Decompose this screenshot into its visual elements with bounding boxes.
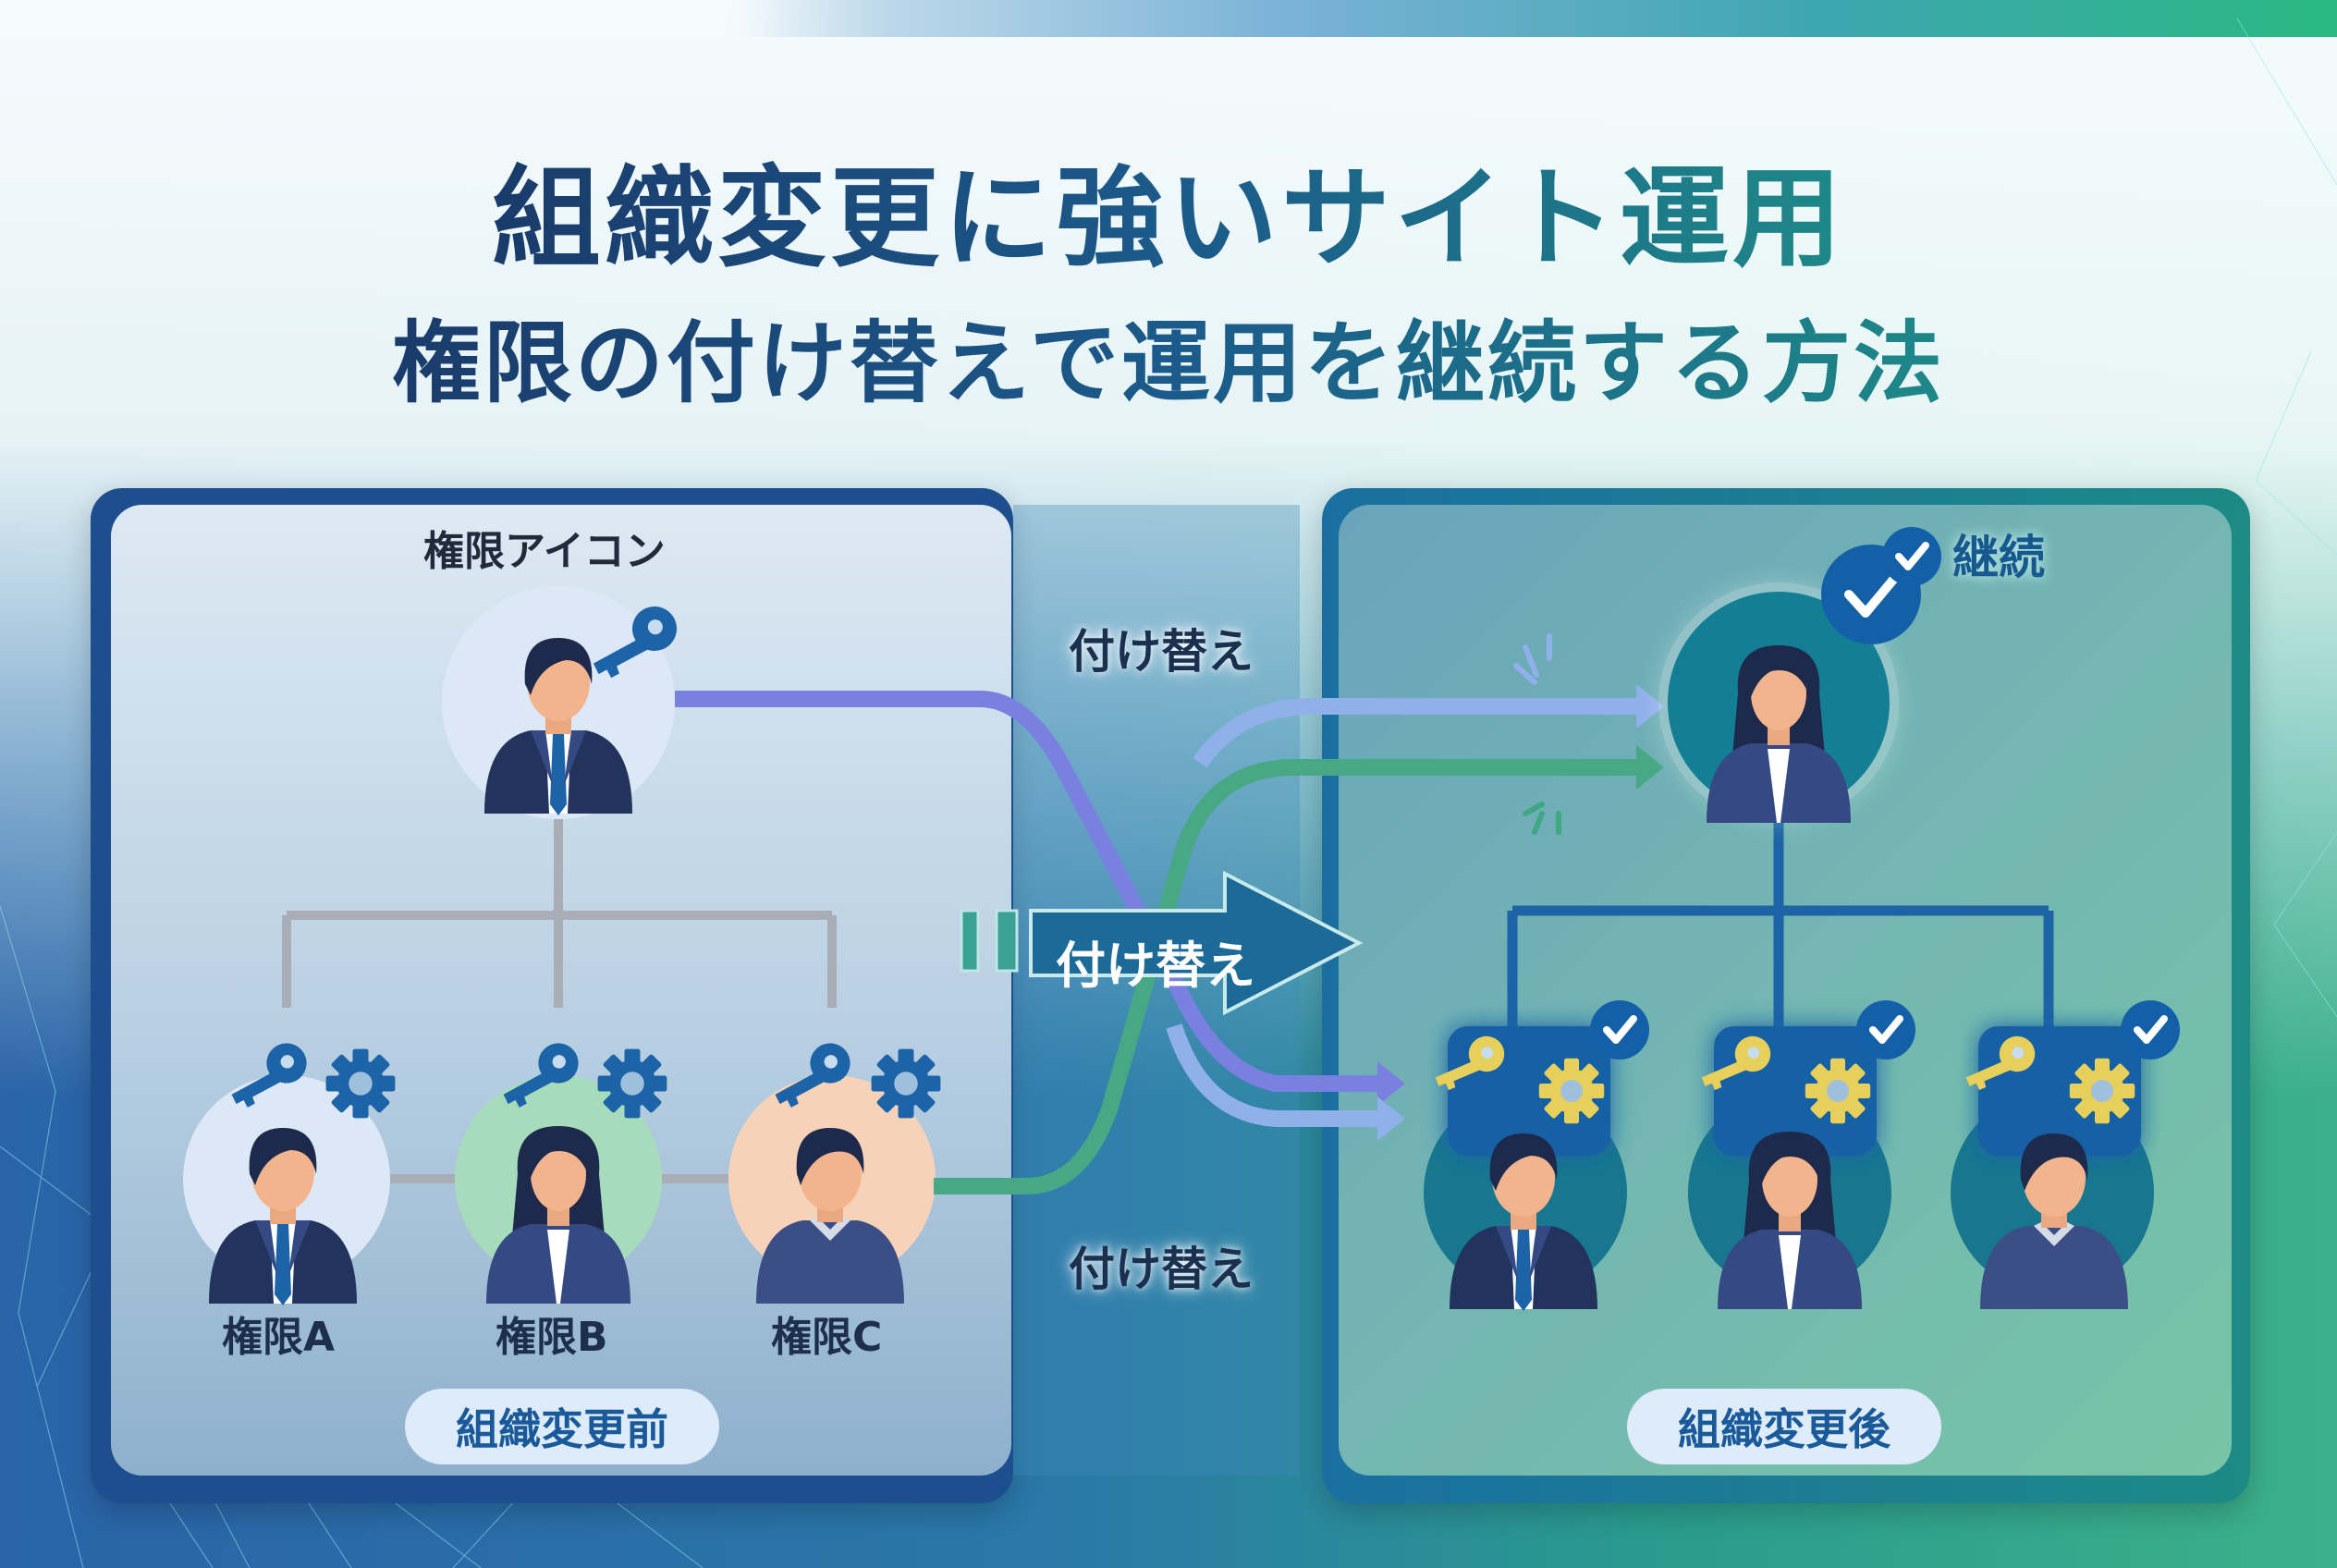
arrowhead [1636, 745, 1664, 790]
check-badge-icon [2121, 1000, 2180, 1060]
network-line [0, 905, 84, 1568]
flow-line-lightblue-top [1193, 698, 1636, 768]
reassign-label-top: 付け替え [1069, 625, 1254, 679]
after-member-1 [1424, 1000, 1649, 1311]
network-line [2236, 18, 2337, 186]
network-line [2273, 831, 2337, 1018]
member-a-label: 権限A [222, 1314, 336, 1361]
gear-icon [325, 1048, 396, 1119]
check-badge-icon [1590, 1000, 1649, 1060]
subtitle: 権限の付け替えで運用を継続する方法 [0, 291, 2337, 420]
gear-icon [2069, 1058, 2135, 1124]
check-badge-icon [1882, 527, 1941, 586]
arrowhead [1636, 684, 1664, 729]
reassign-arrow-label: 付け替え [1056, 937, 1255, 995]
center-arrow [960, 870, 1364, 1016]
continue-label: 継続 [1952, 531, 2045, 584]
sparkle-marks [1513, 633, 1561, 835]
member-b-label: 権限B [496, 1314, 608, 1361]
gear-icon [597, 1048, 667, 1119]
before-label-pill: 組織変更前 [405, 1389, 719, 1464]
gear-icon [871, 1048, 941, 1119]
gear-icon [1538, 1058, 1605, 1124]
network-line [165, 1497, 704, 1568]
main-title: 組織変更に強いサイト運用 [0, 129, 2337, 288]
after-member-2 [1688, 1000, 1915, 1309]
after-label-pill: 組織変更後 [1627, 1389, 1941, 1464]
network-line [2255, 350, 2337, 556]
arrowhead [1377, 1061, 1405, 1106]
after-member-3 [1951, 1000, 2180, 1309]
top-strip-fade [0, 0, 786, 37]
right-org-tree [1507, 777, 2054, 1026]
arrowhead [1377, 1096, 1405, 1141]
flow-line-lightblue-bottom [1166, 1023, 1377, 1127]
gear-icon [1805, 1058, 1871, 1124]
flow-line-green [934, 759, 1636, 1194]
check-badge-icon [1856, 1000, 1915, 1060]
member-c-label: 権限C [771, 1314, 883, 1361]
flow-line-purple [675, 691, 1377, 1092]
reassign-label-bottom: 付け替え [1069, 1243, 1254, 1296]
permission-icon-heading: 権限アイコン [423, 528, 666, 575]
